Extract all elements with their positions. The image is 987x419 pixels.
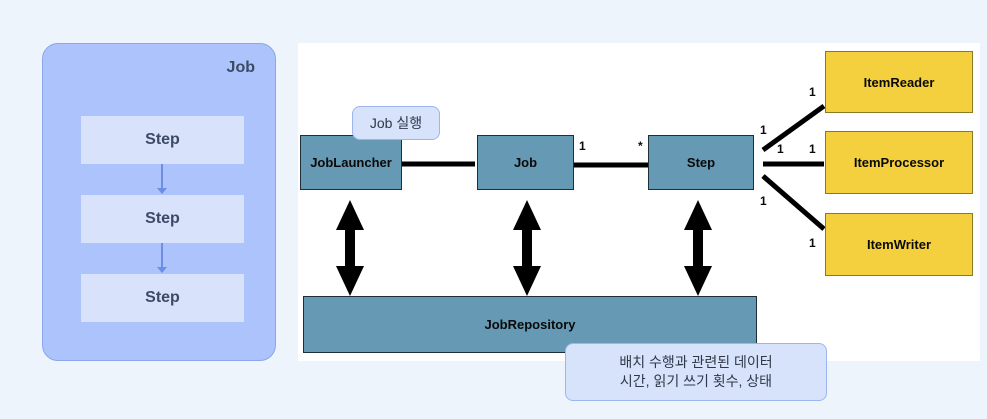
repo-arrow-launcher	[336, 200, 364, 296]
diagram-canvas: JobLauncher Job Step JobRepository ItemR…	[298, 43, 980, 361]
step-node: Step	[648, 135, 754, 190]
callout-repository-line2: 시간, 읽기 쓰기 횟수, 상태	[619, 373, 773, 389]
job-panel-title: Job	[226, 59, 255, 76]
callout-repository-data: 배치 수행과 관련된 데이터 시간, 읽기 쓰기 횟수, 상태	[565, 343, 827, 401]
item-writer-node: ItemWriter	[825, 213, 973, 276]
repo-arrow-step	[684, 200, 712, 296]
multiplicity-job: 1	[579, 139, 586, 153]
multiplicity-step: *	[638, 139, 643, 153]
step-box-3: Step	[81, 274, 244, 322]
step-box-2: Step	[81, 195, 244, 243]
connector-step-reader	[761, 103, 826, 153]
job-node: Job	[477, 135, 574, 190]
callout-repository-line1: 배치 수행과 관련된 데이터	[619, 354, 773, 370]
diagram-connectors	[336, 103, 826, 296]
connector-step-writer	[761, 174, 826, 231]
job-panel: Job Step Step Step	[42, 43, 276, 361]
flow-arrow-2	[157, 243, 167, 273]
multiplicity-processor-item: 1	[809, 142, 816, 156]
job-launcher-node: JobLauncher	[300, 135, 402, 190]
repo-arrow-job	[513, 200, 541, 296]
item-reader-node: ItemReader	[825, 51, 973, 113]
multiplicity-reader-step: 1	[760, 123, 767, 137]
multiplicity-writer-step: 1	[760, 194, 767, 208]
multiplicity-writer-item: 1	[809, 236, 816, 250]
multiplicity-reader-item: 1	[809, 85, 816, 99]
flow-arrow-1	[157, 164, 167, 194]
callout-job-execute: Job 실행	[352, 106, 440, 140]
step-box-1: Step	[81, 116, 244, 164]
multiplicity-processor-step: 1	[777, 142, 784, 156]
item-processor-node: ItemProcessor	[825, 131, 973, 194]
